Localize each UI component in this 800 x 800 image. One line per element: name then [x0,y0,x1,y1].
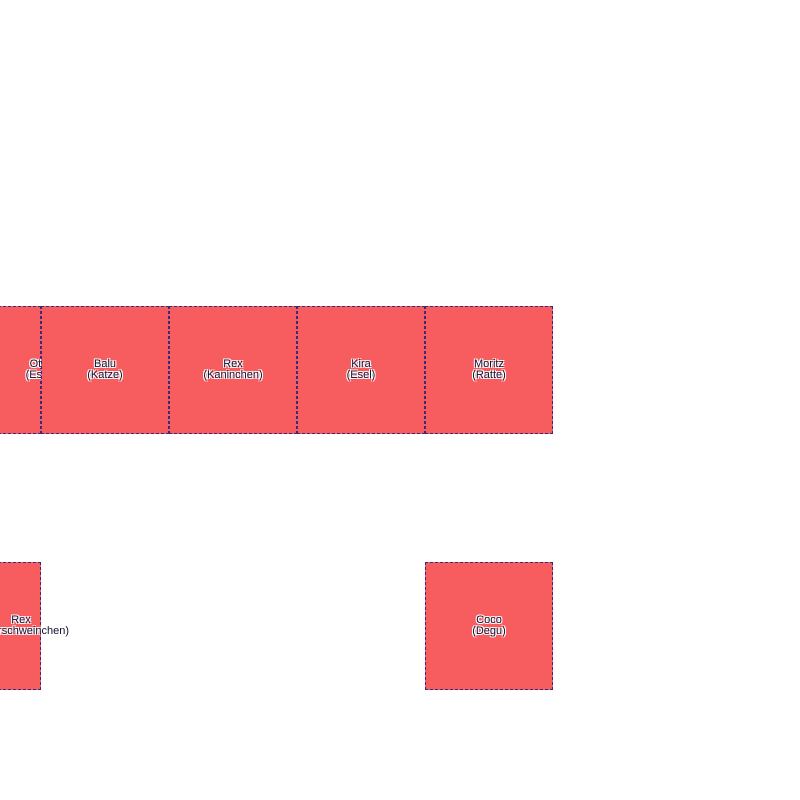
node-name: Moritz [474,358,504,370]
node-label: Rex (Kaninchen) [203,359,262,381]
node-name: Balu [93,358,117,370]
node-species: (Ratte) [472,369,506,381]
node-label: Balu (Katze) [87,359,122,381]
node-name: Otto [29,358,51,370]
node-coco: Coco (Degu) [425,562,553,690]
node-name: Kira [351,358,371,370]
node-name: Rex [223,358,243,370]
node-name: Coco [476,614,502,626]
node-balu: Balu (Katze) [41,306,169,434]
node-label: Coco (Degu) [472,615,506,637]
node-label: Rex (Meerschweinchen) [0,615,69,637]
node-moritz: Moritz (Ratte) [425,306,553,434]
node-kira: Kira (Esel) [297,306,425,434]
node-species: (Kaninchen) [203,369,263,381]
node-label: Kira (Esel) [347,359,376,381]
node-label: Otto (Esel) [26,359,55,381]
node-species: (Katze) [87,369,123,381]
node-name: Rex [11,614,31,626]
node-species: (Esel) [346,369,376,381]
node-rex-meerschweinchen: Rex (Meerschweinchen) [0,562,69,690]
node-rex-kaninchen: Rex (Kaninchen) [169,306,297,434]
node-otto: Otto (Esel) [0,306,54,434]
node-label: Moritz (Ratte) [472,359,506,381]
node-species: (Degu) [472,625,506,637]
node-species: (Meerschweinchen) [0,625,69,637]
node-species: (Esel) [25,369,55,381]
